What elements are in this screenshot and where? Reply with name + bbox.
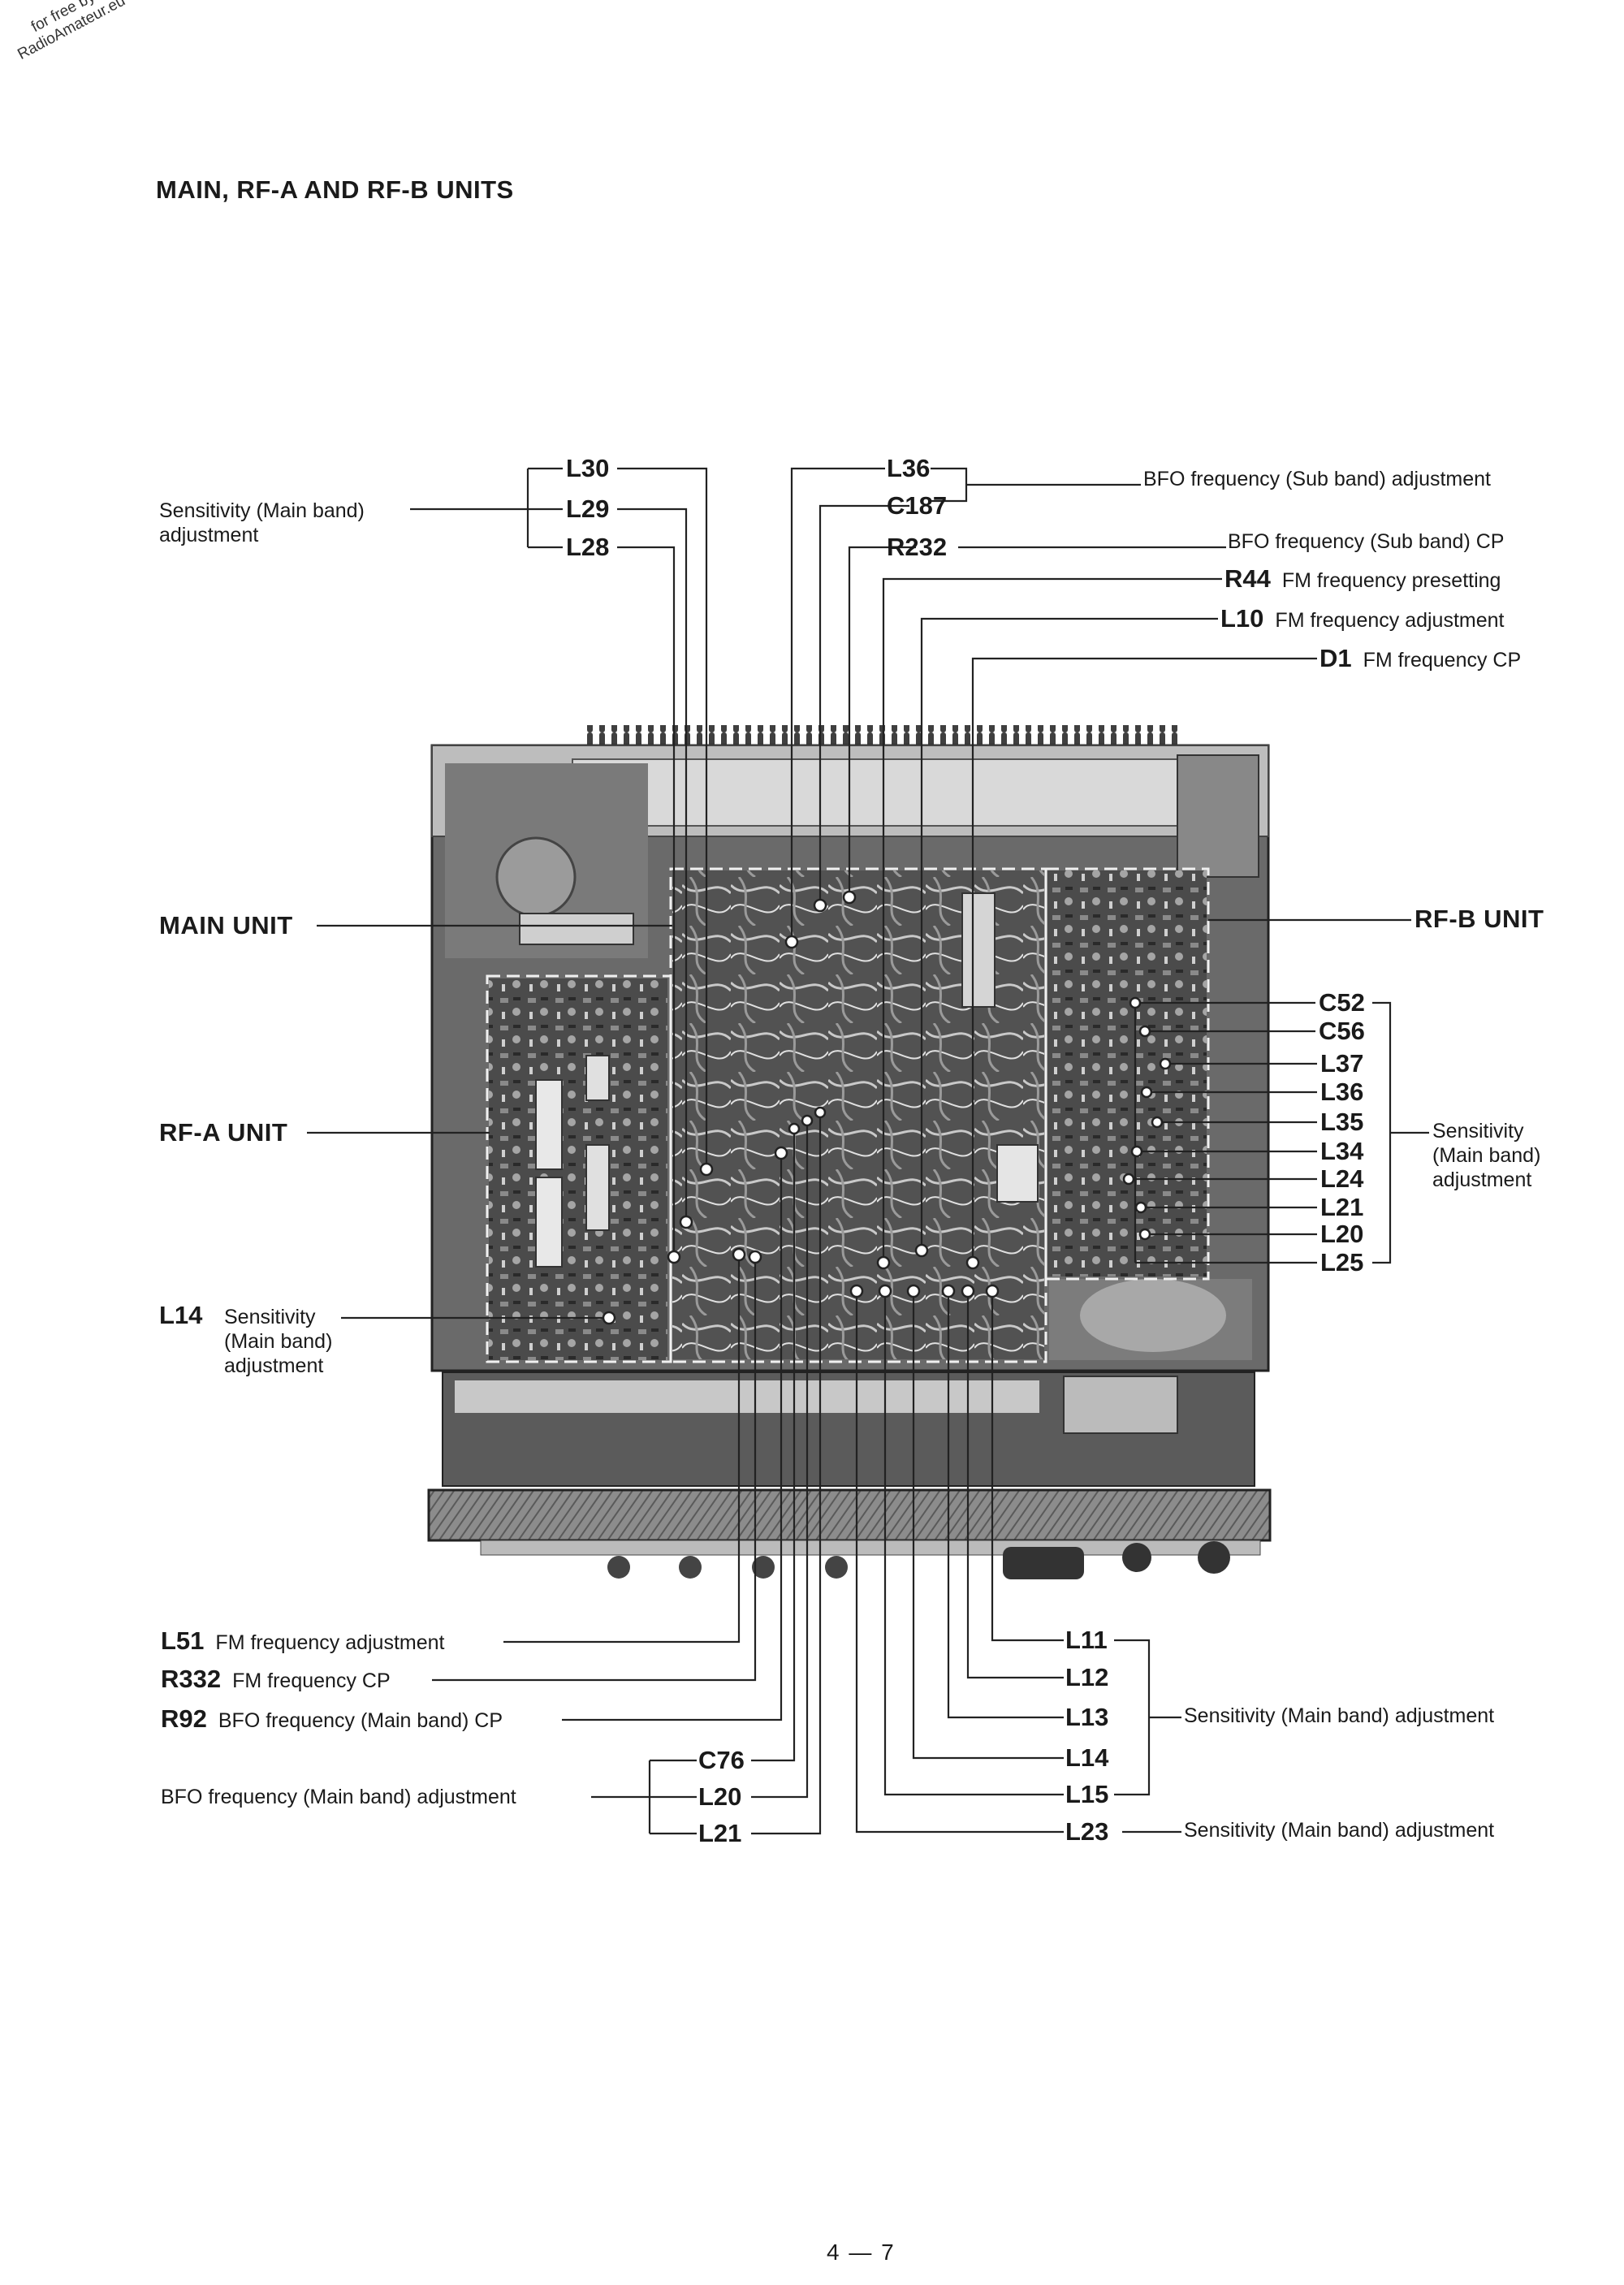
part-label-l36: L36 — [887, 454, 931, 482]
part-label-c56: C56 — [1319, 1017, 1365, 1045]
part-label-l21-main: L21 — [698, 1819, 742, 1847]
l14-desc-line-2: (Main band) — [224, 1330, 333, 1353]
label-row-l51: L51 FM frequency adjustment — [161, 1627, 445, 1655]
part-label-l20-rfb: L20 — [1320, 1220, 1364, 1248]
part-label-l25: L25 — [1320, 1248, 1364, 1276]
page-title: MAIN, RF-A AND RF-B UNITS — [156, 175, 514, 204]
part-label-c52: C52 — [1319, 988, 1365, 1017]
l14-sensitivity-desc: Sensitivity (Main band) adjustment — [224, 1305, 332, 1378]
part-label-r332: R332 — [161, 1665, 222, 1693]
part-label-l12: L12 — [1065, 1663, 1109, 1691]
part-label-l36-rfb: L36 — [1320, 1078, 1364, 1106]
part-label-l20-main: L20 — [698, 1782, 742, 1811]
l14-desc-line-3: adjustment — [224, 1354, 324, 1377]
part-label-l10: L10 — [1220, 604, 1264, 633]
part-label-l11: L11 — [1065, 1626, 1108, 1654]
label-row-r92: R92 BFO frequency (Main band) CP — [161, 1705, 503, 1733]
sensitivity-desc-line-2: adjustment — [159, 524, 259, 546]
l14-desc-line-1: Sensitivity — [224, 1306, 316, 1328]
part-label-l37: L37 — [1320, 1049, 1364, 1078]
sensitivity-desc-top-left: Sensitivity (Main band) adjustment — [159, 499, 365, 547]
sensitivity-desc-line-1: Sensitivity (Main band) — [159, 499, 365, 522]
part-label-l14-bottom: L14 — [1065, 1743, 1109, 1772]
rf-b-sensitivity-desc: Sensitivity (Main band) adjustment — [1432, 1119, 1540, 1192]
part-label-r232: R232 — [887, 533, 948, 561]
rf-a-unit-label: RF-A UNIT — [159, 1118, 288, 1147]
part-label-c187: C187 — [887, 491, 948, 520]
part-label-l34: L34 — [1320, 1137, 1364, 1165]
label-row-d1: D1 FM frequency CP — [1320, 645, 1521, 672]
part-label-r44: R44 — [1224, 564, 1271, 593]
rf-b-sensitivity-line-1: Sensitivity — [1432, 1120, 1524, 1142]
part-label-l28: L28 — [566, 533, 610, 561]
part-label-c76: C76 — [698, 1746, 745, 1774]
part-label-l29: L29 — [566, 495, 610, 523]
part-label-l15: L15 — [1065, 1780, 1109, 1808]
part-label-l13: L13 — [1065, 1703, 1109, 1731]
r92-desc: BFO frequency (Main band) CP — [218, 1709, 503, 1732]
l10-desc: FM frequency adjustment — [1275, 609, 1505, 632]
part-label-d1: D1 — [1320, 644, 1352, 672]
part-label-l23: L23 — [1065, 1817, 1109, 1846]
rf-b-sensitivity-line-3: adjustment — [1432, 1168, 1532, 1191]
bottom-right-sensitivity-desc: Sensitivity (Main band) adjustment — [1184, 1704, 1495, 1727]
part-label-l30: L30 — [566, 454, 610, 482]
l23-sensitivity-desc: Sensitivity (Main band) adjustment — [1184, 1819, 1495, 1842]
label-row-r332: R332 FM frequency CP — [161, 1665, 391, 1693]
main-unit-label: MAIN UNIT — [159, 911, 293, 939]
page-number: 4 — 7 — [827, 2240, 896, 2265]
part-label-l21-rfb: L21 — [1320, 1193, 1364, 1221]
part-label-l35: L35 — [1320, 1108, 1364, 1136]
rf-b-sensitivity-line-2: (Main band) — [1432, 1144, 1541, 1167]
r44-desc: FM frequency presetting — [1281, 569, 1501, 592]
part-label-l51: L51 — [161, 1626, 205, 1655]
rf-b-unit-label: RF-B UNIT — [1415, 905, 1544, 933]
part-label-r92: R92 — [161, 1704, 207, 1733]
label-row-r44: R44 FM frequency presetting — [1224, 565, 1501, 593]
bfo-sub-adjustment-desc: BFO frequency (Sub band) adjustment — [1143, 468, 1492, 490]
label-row-l10: L10 FM frequency adjustment — [1220, 605, 1505, 633]
part-label-l14-left: L14 — [159, 1301, 203, 1329]
bfo-sub-cp-desc: BFO frequency (Sub band) CP — [1228, 530, 1505, 553]
bfo-main-adjustment-desc: BFO frequency (Main band) adjustment — [161, 1786, 516, 1808]
r332-desc: FM frequency CP — [232, 1669, 391, 1692]
part-label-l24: L24 — [1320, 1164, 1364, 1193]
l51-desc: FM frequency adjustment — [215, 1631, 445, 1654]
d1-desc: FM frequency CP — [1363, 649, 1522, 672]
